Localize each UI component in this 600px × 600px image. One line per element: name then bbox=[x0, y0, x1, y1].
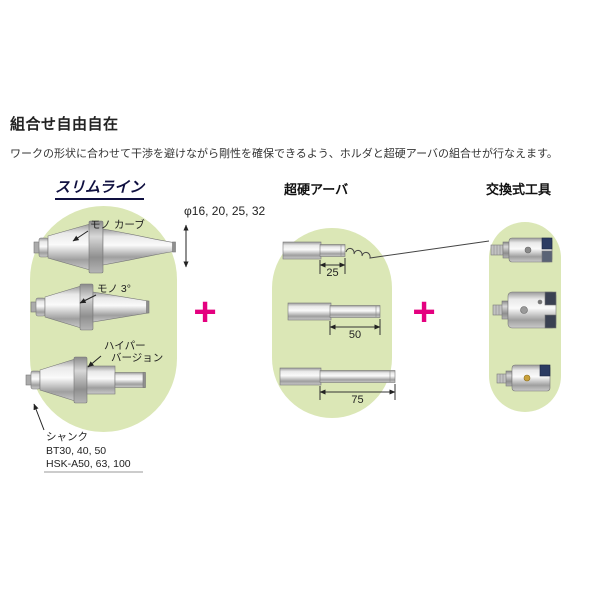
dimension-label-50: 50 bbox=[348, 329, 362, 341]
label-shank-bt: BT30, 40, 50 bbox=[46, 445, 107, 457]
label-mono-curve: モノ カーブ bbox=[90, 219, 145, 231]
arbor-highlight-blob bbox=[272, 228, 392, 418]
column-header-exchangeable-tool: 交換式工具 bbox=[486, 182, 552, 197]
page-description: ワークの形状に合わせて干渉を避けながら剛性を確保できるよう、ホルダと超硬アーバの… bbox=[10, 148, 558, 160]
column-header-carbide-arbor: 超硬アーバ bbox=[284, 182, 349, 197]
label-shank-title: シャンク bbox=[46, 431, 88, 443]
label-mono-3deg: モノ 3° bbox=[97, 283, 131, 295]
slimline-highlight-blob bbox=[30, 206, 177, 432]
plus-sign-left: + bbox=[193, 290, 217, 334]
diameter-range-label: φ16, 20, 25, 32 bbox=[184, 204, 266, 218]
label-hyper-line1: ハイパー bbox=[104, 340, 146, 352]
shank-arrow bbox=[33, 403, 45, 431]
dimension-label-75: 75 bbox=[351, 394, 364, 406]
dimension-label-25: 25 bbox=[326, 267, 339, 279]
plus-sign-right: + bbox=[412, 290, 436, 334]
tool-highlight-blob bbox=[489, 222, 561, 412]
column-header-slimline: スリムライン bbox=[55, 176, 145, 200]
label-shank-hsk: HSK-A50, 63, 100 bbox=[46, 458, 131, 470]
label-hyper-line2: バージョン bbox=[111, 352, 164, 364]
page-title: 組合せ自由自在 bbox=[10, 116, 119, 133]
